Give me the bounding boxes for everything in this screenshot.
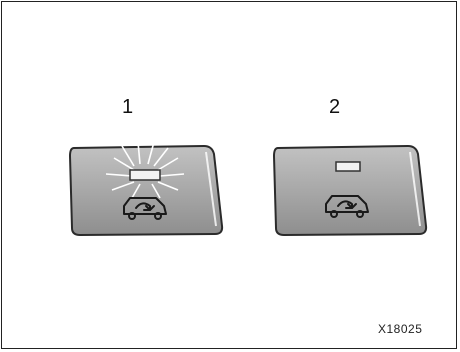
button-1-body — [68, 144, 224, 237]
air-recirculation-button-1[interactable] — [66, 141, 226, 238]
indicator-light-1 — [129, 169, 161, 181]
button-2-number: 2 — [329, 96, 341, 118]
figure-code: X18025 — [378, 322, 423, 336]
button-1-number: 1 — [122, 96, 134, 118]
car-recirculation-icon — [325, 195, 369, 218]
button-1-highlight — [205, 151, 217, 227]
car-recirculation-icon — [123, 197, 167, 220]
button-2-body — [272, 144, 428, 237]
air-recirculation-button-2[interactable] — [270, 142, 430, 238]
indicator-light-2 — [335, 161, 361, 172]
button-2-highlight — [409, 151, 421, 227]
flash-rays-icon — [105, 141, 185, 199]
